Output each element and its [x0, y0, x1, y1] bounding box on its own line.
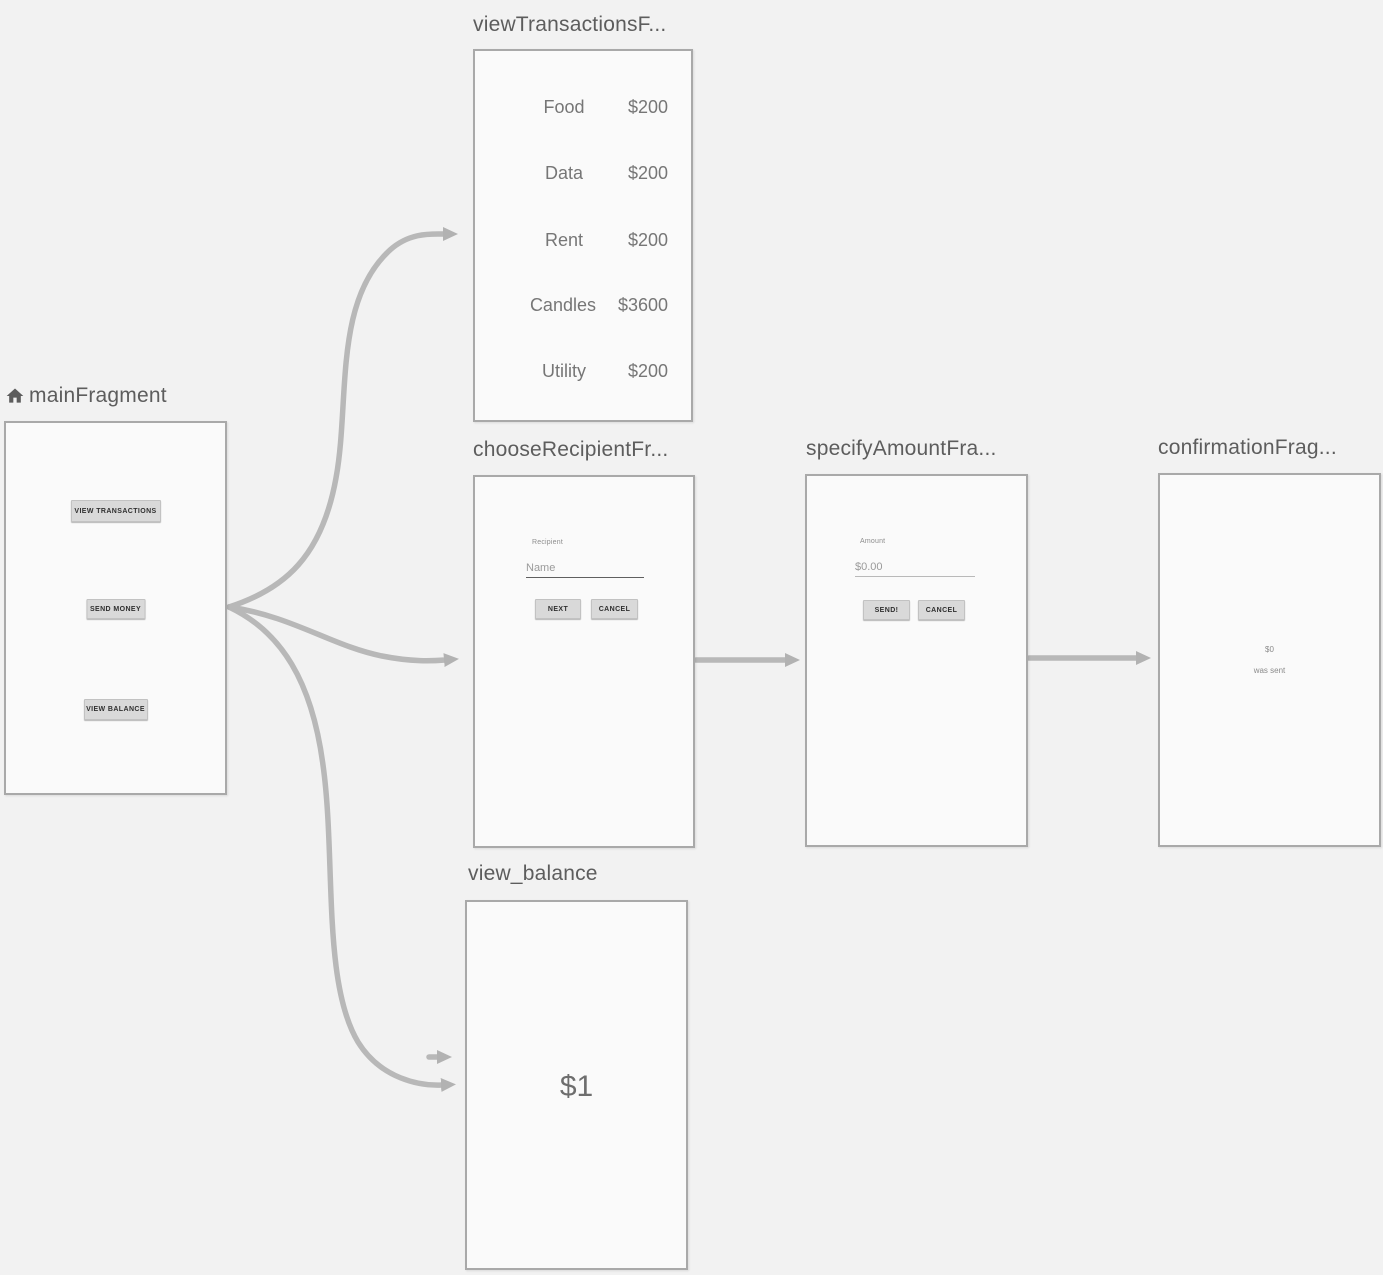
- amount-field-label: Amount: [860, 538, 886, 545]
- recipient-name-input: Name: [526, 562, 644, 578]
- fragment-title-confirmation[interactable]: confirmationFrag...: [1158, 436, 1337, 460]
- fragment-title-view-transactions[interactable]: viewTransactionsF...: [473, 13, 666, 37]
- fragment-title-specify-amount-label: specifyAmountFra...: [806, 437, 997, 460]
- action-main-to-view-balance[interactable]: [226, 604, 456, 1093]
- fragment-title-choose-recipient[interactable]: chooseRecipientFr...: [473, 438, 668, 462]
- fragment-title-view-balance[interactable]: view_balance: [468, 862, 598, 886]
- preview-send-money-button: SEND MONEY: [86, 599, 145, 619]
- transaction-amount: $200: [627, 96, 668, 117]
- fragment-title-view-transactions-label: viewTransactionsF...: [473, 13, 667, 36]
- balance-text: $1: [559, 1070, 594, 1103]
- fragment-card-confirmation[interactable]: $0 was sent: [1158, 473, 1381, 847]
- transaction-label: Candles: [529, 294, 596, 315]
- preview-next-button: NEXT: [535, 599, 581, 619]
- fragment-title-choose-recipient-label: chooseRecipientFr...: [473, 438, 669, 461]
- transaction-label: Utility: [542, 360, 586, 381]
- home-icon: [6, 388, 24, 403]
- transaction-row: Rent $200: [475, 227, 691, 253]
- fragment-title-specify-amount[interactable]: specifyAmountFra...: [806, 437, 997, 461]
- transaction-amount: $3600: [617, 294, 668, 315]
- preview-view-balance-button: VIEW BALANCE: [83, 699, 148, 720]
- confirmation-amount-text: $0: [1265, 645, 1274, 654]
- preview-cancel-button: CANCEL: [918, 600, 965, 620]
- preview-view-transactions-button: VIEW TRANSACTIONS: [70, 500, 161, 522]
- amount-input: $0.00: [855, 561, 975, 577]
- fragment-card-main[interactable]: VIEW TRANSACTIONS SEND MONEY VIEW BALANC…: [4, 421, 227, 795]
- transaction-amount: $200: [627, 360, 668, 381]
- fragment-title-confirmation-label: confirmationFrag...: [1158, 436, 1337, 459]
- fragment-title-main-label: mainFragment: [29, 384, 167, 407]
- fragment-card-specify-amount[interactable]: Amount $0.00 SEND! CANCEL: [805, 474, 1028, 847]
- recipient-field-label: Recipient: [532, 539, 563, 546]
- transaction-amount: $200: [627, 162, 668, 183]
- transaction-row: Data $200: [475, 160, 691, 186]
- action-main-to-choose-recipient[interactable]: [226, 604, 459, 668]
- confirmation-message-text: was sent: [1253, 666, 1286, 675]
- preview-send-button: SEND!: [863, 600, 910, 620]
- transaction-row: Candles $3600: [475, 292, 691, 318]
- fragment-card-view-balance[interactable]: $1: [465, 900, 688, 1270]
- transaction-amount: $200: [627, 229, 668, 250]
- transaction-row: Utility $200: [475, 358, 691, 384]
- action-main-to-view-transactions[interactable]: [226, 226, 458, 610]
- fragment-card-choose-recipient[interactable]: Recipient Name NEXT CANCEL: [473, 475, 695, 848]
- transaction-label: Data: [544, 162, 584, 183]
- transaction-label: Food: [543, 96, 585, 117]
- fragment-card-view-transactions[interactable]: Food $200 Data $200 Rent $200 Candles $3…: [473, 49, 693, 422]
- transaction-label: Rent: [544, 229, 584, 250]
- fragment-title-view-balance-label: view_balance: [468, 862, 598, 885]
- preview-cancel-button: CANCEL: [591, 599, 638, 619]
- fragment-title-main[interactable]: mainFragment: [5, 384, 167, 408]
- transaction-row: Food $200: [475, 94, 691, 120]
